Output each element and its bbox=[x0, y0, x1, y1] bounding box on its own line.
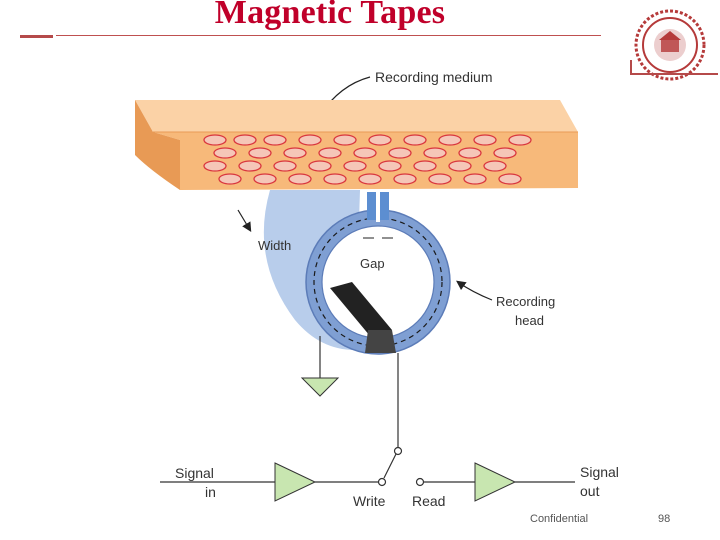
page-number: 98 bbox=[658, 513, 671, 525]
recording-head-arrow bbox=[456, 280, 493, 301]
width-label: Width bbox=[258, 238, 291, 253]
recording-medium-label: Recording medium bbox=[375, 69, 493, 85]
logo-bracket-horizontal bbox=[630, 73, 718, 75]
head-coil bbox=[330, 282, 396, 353]
signal-out-label-line1: Signal bbox=[580, 464, 619, 480]
signal-in-label-line1: Signal bbox=[175, 465, 214, 481]
title-rule-accent bbox=[20, 35, 53, 38]
read-label: Read bbox=[412, 493, 445, 509]
recording-head-label-line2: head bbox=[515, 313, 544, 328]
switch-arm[interactable] bbox=[383, 453, 397, 479]
magnetic-particles bbox=[203, 134, 532, 185]
university-seal-icon bbox=[630, 5, 710, 85]
write-amplifier bbox=[160, 462, 378, 502]
logo-bracket-vertical bbox=[630, 60, 632, 75]
switch-pivot bbox=[393, 446, 403, 456]
title-rule bbox=[56, 35, 601, 36]
recording-head-label-line1: Recording bbox=[496, 294, 555, 309]
width-arrow bbox=[237, 209, 252, 233]
write-label: Write bbox=[353, 493, 386, 509]
gap-label: Gap bbox=[360, 256, 385, 271]
read-amplifier bbox=[424, 462, 575, 502]
ground-symbol bbox=[300, 336, 340, 397]
read-terminal bbox=[415, 477, 425, 487]
footer-confidential: Confidential bbox=[530, 513, 589, 525]
write-terminal bbox=[377, 477, 387, 487]
signal-in-label-line2: in bbox=[205, 484, 216, 500]
signal-out-label-line2: out bbox=[580, 483, 600, 499]
magnetic-tape-diagram: Recording medium W bbox=[120, 60, 640, 520]
slide-title: Magnetic Tapes bbox=[214, 0, 446, 31]
